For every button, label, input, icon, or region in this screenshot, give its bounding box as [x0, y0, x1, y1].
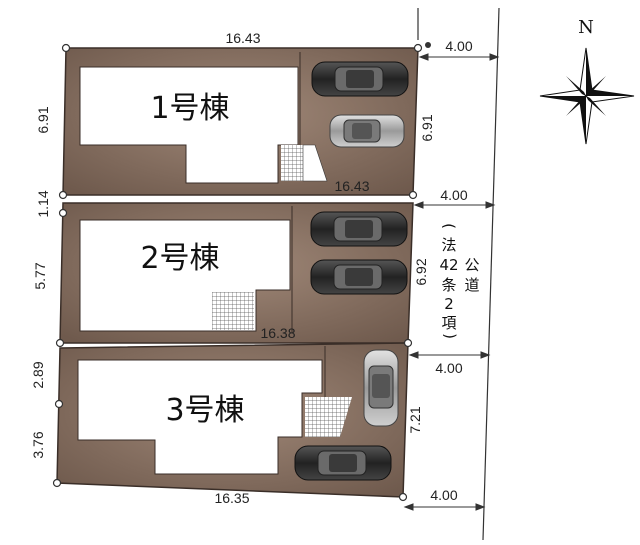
lot1-right-depth: 6.91: [419, 114, 435, 141]
car-lot1-top: [311, 61, 409, 97]
road-width-2: 4.00: [440, 187, 467, 203]
north-compass-icon: N: [539, 17, 635, 145]
law-label-char-3: 条: [441, 276, 456, 294]
building-3-footprint: [77, 359, 323, 475]
law-label-char-4: 2: [444, 295, 454, 313]
lot3-left-lower: 3.76: [30, 431, 46, 458]
road-width-3: 4.00: [435, 360, 462, 376]
law-label-char-1: 法: [441, 236, 456, 254]
road-width-1: 4.00: [445, 38, 472, 54]
car-lot3-horizontal: [294, 445, 392, 481]
gap-1-2: 1.14: [35, 190, 51, 217]
lot3-bottom-width: 16.35: [214, 490, 249, 506]
svg-text:(: (: [440, 223, 458, 229]
car-lot2-top: [310, 211, 408, 247]
building-2-label: 2号棟: [140, 241, 219, 276]
stairs-2: [212, 292, 234, 330]
road-label: 公 道: [464, 256, 479, 294]
road-line-east: [482, 7, 500, 541]
lot1-bottom-width: 16.43: [334, 178, 369, 194]
law-label: ( 法 42 条 2 項 ): [439, 223, 459, 339]
lot2-bottom-width: 16.38: [260, 325, 295, 341]
law-label-char-5: 項: [441, 314, 456, 332]
road-label-char-2: 道: [464, 276, 479, 294]
boundary-markers: [52, 43, 423, 502]
lot3-left-upper: 2.89: [30, 361, 46, 388]
svg-text:): ): [441, 333, 459, 339]
building-3-label: 3号棟: [165, 393, 244, 428]
lot2-left-depth: 5.77: [32, 262, 48, 289]
law-label-char-2: 42: [439, 256, 458, 274]
road-width-arrows: [403, 53, 500, 511]
car-lot2-bottom: [310, 259, 408, 295]
road-width-4: 4.00: [430, 487, 457, 503]
building-1-footprint: [79, 66, 299, 184]
car-lot1-bottom: [329, 114, 405, 148]
marker-dot: [425, 42, 431, 48]
car-lot3-vertical: [363, 349, 399, 427]
north-label: N: [578, 17, 594, 38]
lot1-left-depth: 6.91: [35, 106, 51, 133]
lot2-right-depth: 6.92: [413, 258, 429, 285]
stairs-3: [305, 397, 327, 437]
lot3-right-depth: 7.21: [407, 406, 423, 433]
lot1-top-width: 16.43: [225, 30, 260, 46]
stairs-1: [281, 145, 303, 181]
road-label-char-1: 公: [464, 256, 479, 274]
building-1-label: 1号棟: [150, 91, 229, 126]
